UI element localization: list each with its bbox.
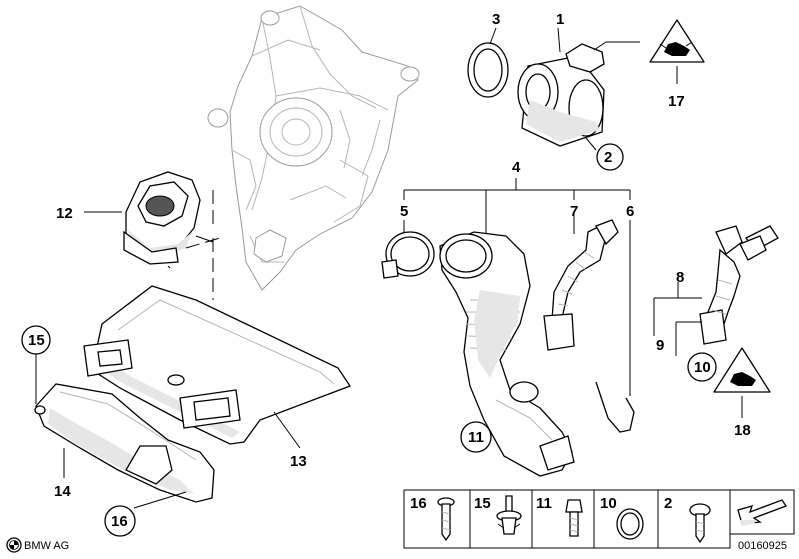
vent-hose-part [543, 219, 619, 351]
leader-1 [557, 27, 561, 53]
hw-label-15: 15 [474, 495, 491, 512]
air-flow-meter-part [517, 43, 605, 147]
callout-6: 6 [626, 203, 634, 220]
callout-7: 7 [570, 203, 578, 220]
lower-duct-part [34, 383, 215, 503]
diagram-number: 00160925 [738, 540, 787, 552]
dash-12b [167, 237, 221, 269]
callout-11: 11 [468, 429, 484, 446]
hose-clamp-part [381, 231, 435, 279]
hw-label-2: 2 [664, 495, 672, 512]
callout-12: 12 [56, 205, 73, 222]
leader-13 [273, 411, 301, 449]
hw-cell-2 [657, 489, 731, 549]
connector-line-17 [593, 41, 640, 51]
esd-warning-label-18 [713, 347, 771, 393]
seal-ring-part [467, 42, 509, 98]
leader-16a [133, 491, 187, 509]
callout-4: 4 [512, 159, 521, 176]
callout-13: 13 [290, 453, 307, 470]
brand-label: BMW AG [24, 540, 69, 552]
direction-arrow-icon [737, 499, 787, 526]
callout-8: 8 [676, 269, 684, 286]
hw-cell-16 [403, 489, 471, 549]
callout-11-circle [460, 421, 492, 453]
callout-16-circle [104, 505, 136, 537]
bracket-8-9 [653, 282, 702, 356]
callout-2-circle [596, 143, 624, 171]
leader-2 [585, 137, 597, 151]
callout-10-circle [687, 352, 717, 382]
callout-18: 18 [734, 422, 751, 439]
callout-5: 5 [400, 203, 408, 220]
callout-2: 2 [604, 149, 612, 166]
bracket-4 [403, 178, 631, 236]
callout-3: 3 [492, 11, 500, 28]
bolt-11-icon [565, 499, 583, 537]
bmw-logo-icon [6, 537, 22, 553]
screw-2-icon [689, 503, 711, 544]
oring-10-icon [616, 508, 644, 540]
hardware-strip: 16 15 11 10 2 [403, 489, 795, 549]
hw-label-10: 10 [600, 495, 617, 512]
intake-boot-part [439, 231, 575, 477]
callout-1: 1 [556, 11, 564, 28]
callout-14: 14 [54, 483, 71, 500]
leader-3 [489, 27, 497, 45]
callout-9: 9 [656, 337, 664, 354]
rivet-15-icon [496, 495, 522, 535]
callout-17: 17 [668, 93, 685, 110]
esd-warning-label-17 [649, 19, 705, 63]
callout-15: 15 [28, 332, 45, 349]
hw-label-16: 16 [410, 495, 427, 512]
callout-10: 10 [694, 359, 711, 376]
hw-cell-11 [531, 489, 595, 549]
air-filter-housing-ghost [207, 5, 420, 291]
intake-duct-part [83, 285, 351, 445]
intake-funnel-part [123, 171, 201, 265]
screw-16-icon [437, 497, 455, 542]
hw-label-11: 11 [536, 495, 552, 512]
wire-clip-part [595, 381, 635, 433]
callout-16: 16 [111, 513, 128, 530]
callout-15-circle [21, 325, 51, 355]
breather-hose-part [699, 225, 779, 345]
